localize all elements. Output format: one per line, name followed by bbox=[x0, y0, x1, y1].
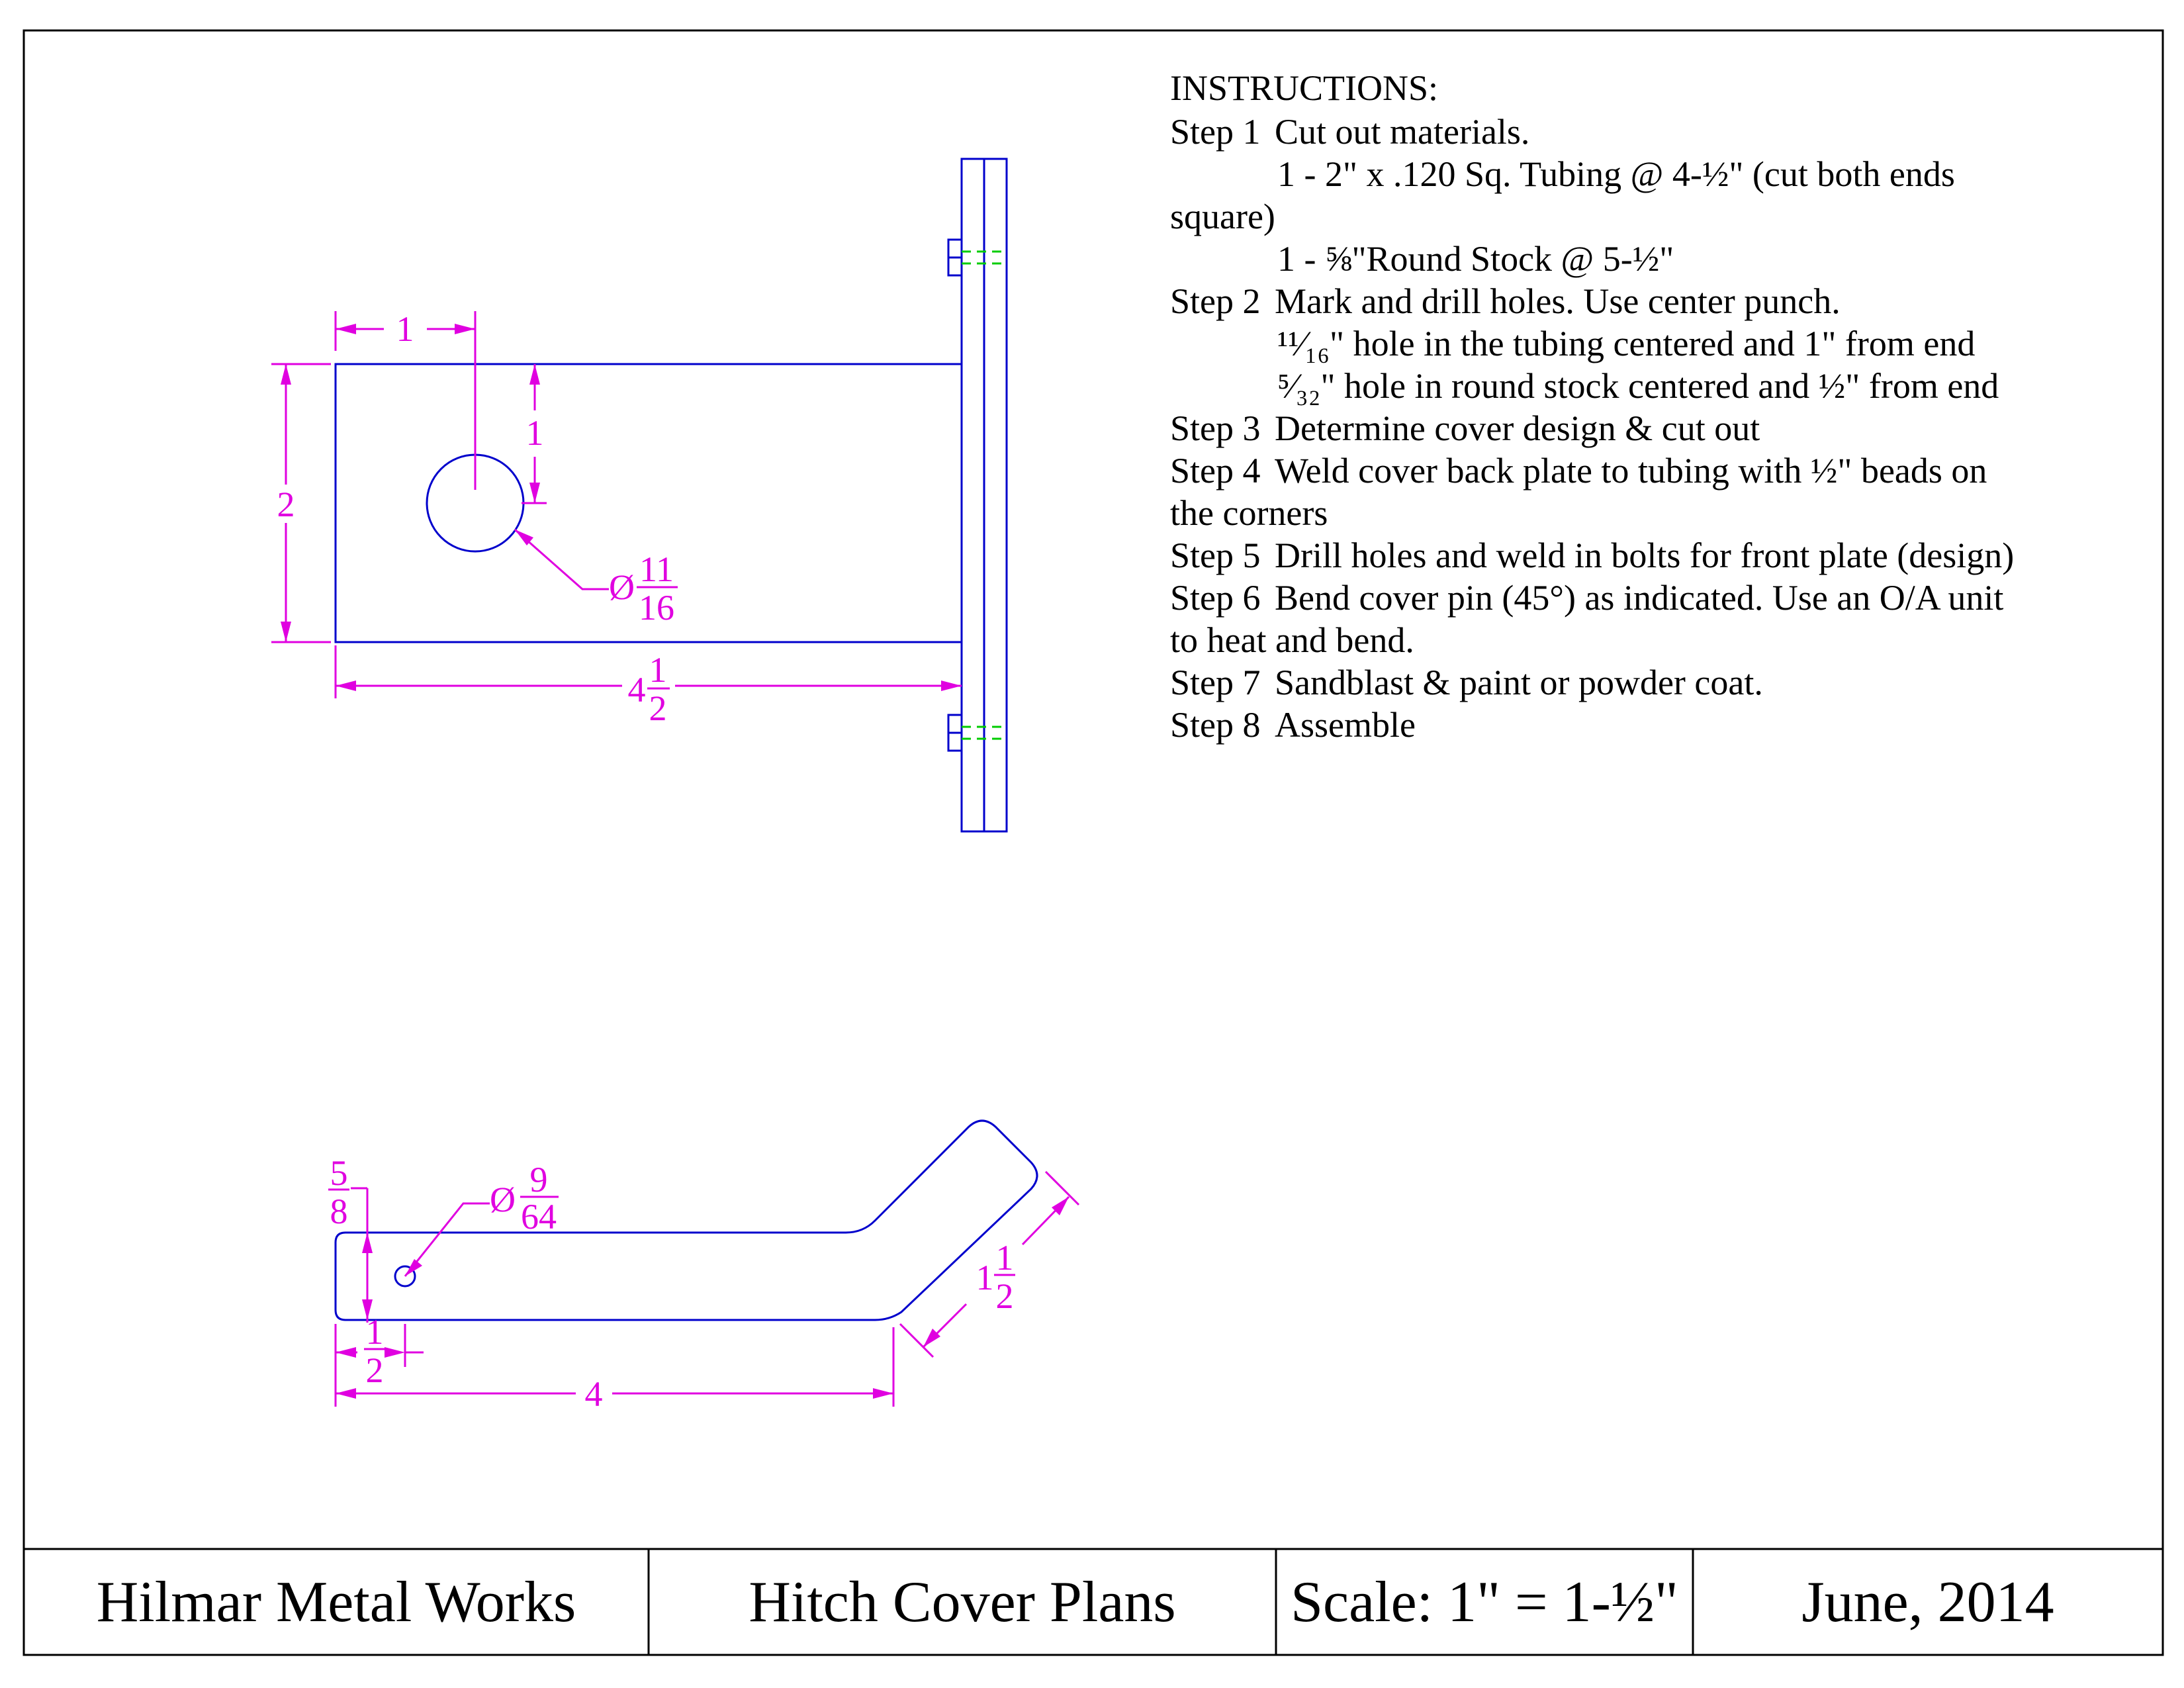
dim-hole-dia-den: 16 bbox=[639, 588, 674, 628]
bolt-head-upper bbox=[947, 238, 963, 277]
instruction-step-label: Step 1 bbox=[1170, 112, 1261, 152]
dim-pin-thickness-num: 5 bbox=[330, 1153, 348, 1193]
instruction-text: square) bbox=[1170, 197, 1275, 236]
cover-pin-hole bbox=[394, 1265, 416, 1288]
hidden-lines bbox=[962, 250, 1007, 740]
title-scale: Scale: 1" = 1-½" bbox=[1291, 1570, 1678, 1634]
instruction-line: 1 - 2" x .120 Sq. Tubing @ 4-½" (cut bot… bbox=[1170, 152, 2123, 195]
dim-tube-length-den: 2 bbox=[649, 688, 667, 728]
instruction-step-label: Step 7 bbox=[1170, 663, 1261, 702]
instruction-line: Step 7 Sandblast & paint or powder coat. bbox=[1170, 661, 2123, 703]
pin-dimension-text: 5 8 Ø 9 64 1 2 4 1 1 2 bbox=[330, 1153, 1014, 1414]
instruction-line: Step 1 Cut out materials. bbox=[1170, 110, 2123, 152]
pin-dimensions bbox=[334, 1170, 1080, 1407]
instruction-text: the corners bbox=[1170, 493, 1328, 533]
dim-hole-offset-x: 1 bbox=[396, 309, 414, 349]
instruction-text: to heat and bend. bbox=[1170, 620, 1414, 660]
fraction-bars-top bbox=[637, 586, 678, 690]
instruction-text: Cut out materials. bbox=[1275, 112, 1530, 152]
dim-pin-hole-offset-den: 2 bbox=[366, 1350, 384, 1390]
dim-pin-hole-offset-num: 1 bbox=[366, 1312, 384, 1352]
instruction-line: square) bbox=[1170, 195, 2123, 237]
cover-pin-view bbox=[334, 1119, 1038, 1321]
instructions-heading: INSTRUCTIONS: bbox=[1170, 68, 1439, 108]
dim-pin-bent-whole: 1 bbox=[976, 1258, 994, 1297]
instruction-line: ⁵⁄₃₂" hole in round stock centered and ½… bbox=[1170, 364, 2123, 406]
instruction-line: ¹¹⁄₁₆" hole in the tubing centered and 1… bbox=[1170, 322, 2123, 364]
instruction-text: Bend cover pin (45°) as indicated. Use a… bbox=[1275, 578, 2004, 618]
dim-pin-straight-length: 4 bbox=[585, 1374, 603, 1414]
title-drawing-name: Hitch Cover Plans bbox=[749, 1570, 1176, 1634]
instruction-line: Step 8 Assemble bbox=[1170, 703, 2123, 745]
dim-pin-hole-dia-den: 64 bbox=[521, 1197, 557, 1237]
dim-tube-length-whole: 4 bbox=[628, 670, 646, 710]
instruction-line: Step 2 Mark and drill holes. Use center p… bbox=[1170, 279, 2123, 322]
instruction-text: 1 - 2" x .120 Sq. Tubing @ 4-½" (cut bot… bbox=[1277, 154, 1955, 194]
instruction-step-label: Step 8 bbox=[1170, 705, 1261, 745]
instruction-text: Assemble bbox=[1275, 705, 1416, 745]
cover-pin-outline bbox=[334, 1119, 1038, 1321]
sheet-border bbox=[23, 29, 2164, 1656]
instruction-text: 1 - ⅝"Round Stock @ 5-½" bbox=[1277, 239, 1674, 279]
dim-pin-thickness-den: 8 bbox=[330, 1192, 348, 1231]
dim-pin-hole-dia-symbol: Ø bbox=[490, 1180, 516, 1219]
instruction-text: ⁵⁄₃₂" hole in round stock centered and ½… bbox=[1277, 366, 1999, 406]
instruction-text: Weld cover back plate to tubing with ½" … bbox=[1275, 451, 1987, 491]
dim-tube-length-num: 1 bbox=[649, 650, 667, 690]
dim-pin-bent-den: 2 bbox=[996, 1276, 1014, 1316]
instruction-line: the corners bbox=[1170, 491, 2123, 534]
instruction-step-label: Step 4 bbox=[1170, 451, 1261, 491]
tubing-view bbox=[334, 158, 1008, 833]
instruction-step-label: Step 2 bbox=[1170, 281, 1261, 321]
cover-front-plate bbox=[983, 158, 1008, 833]
cover-back-plate bbox=[960, 158, 985, 833]
bolt-head-lower bbox=[947, 714, 963, 752]
instruction-text: ¹¹⁄₁₆" hole in the tubing centered and 1… bbox=[1277, 324, 1976, 363]
instruction-line: Step 5 Drill holes and weld in bolts for … bbox=[1170, 534, 2123, 576]
instruction-step-label: Step 6 bbox=[1170, 578, 1261, 618]
title-company: Hilmar Metal Works bbox=[96, 1570, 576, 1634]
instruction-text: Sandblast & paint or powder coat. bbox=[1275, 663, 1763, 702]
instruction-line: 1 - ⅝"Round Stock @ 5-½" bbox=[1170, 237, 2123, 279]
tubing-dimension-text: 1 1 2 4 1 2 Ø 11 16 bbox=[277, 309, 675, 728]
title-date: June, 2014 bbox=[1801, 1570, 2054, 1634]
instruction-line: to heat and bend. bbox=[1170, 618, 2123, 661]
instruction-text: Mark and drill holes. Use center punch. bbox=[1275, 281, 1841, 321]
instruction-step-label: Step 3 bbox=[1170, 408, 1261, 448]
dim-pin-bent-num: 1 bbox=[996, 1238, 1014, 1278]
dim-tube-height: 2 bbox=[277, 485, 295, 524]
instructions-list: Step 1 Cut out materials.1 - 2" x .120 Sq… bbox=[1170, 110, 2123, 745]
dim-hole-offset-y: 1 bbox=[526, 413, 544, 453]
dim-hole-dia-num: 11 bbox=[639, 549, 674, 589]
instruction-text: Drill holes and weld in bolts for front … bbox=[1275, 536, 2015, 575]
instruction-line: Step 6 Bend cover pin (45°) as indicated.… bbox=[1170, 576, 2123, 618]
fraction-bars-bottom bbox=[328, 1188, 1015, 1350]
instruction-text: Determine cover design & cut out bbox=[1275, 408, 1760, 448]
instruction-line: Step 4 Weld cover back plate to tubing wi… bbox=[1170, 449, 2123, 491]
tubing-dimensions bbox=[271, 311, 962, 698]
instruction-step-label: Step 5 bbox=[1170, 536, 1261, 575]
dim-hole-dia-symbol: Ø bbox=[609, 567, 635, 607]
dim-pin-hole-dia-num: 9 bbox=[530, 1160, 548, 1199]
instruction-line: Step 3 Determine cover design & cut out bbox=[1170, 406, 2123, 449]
